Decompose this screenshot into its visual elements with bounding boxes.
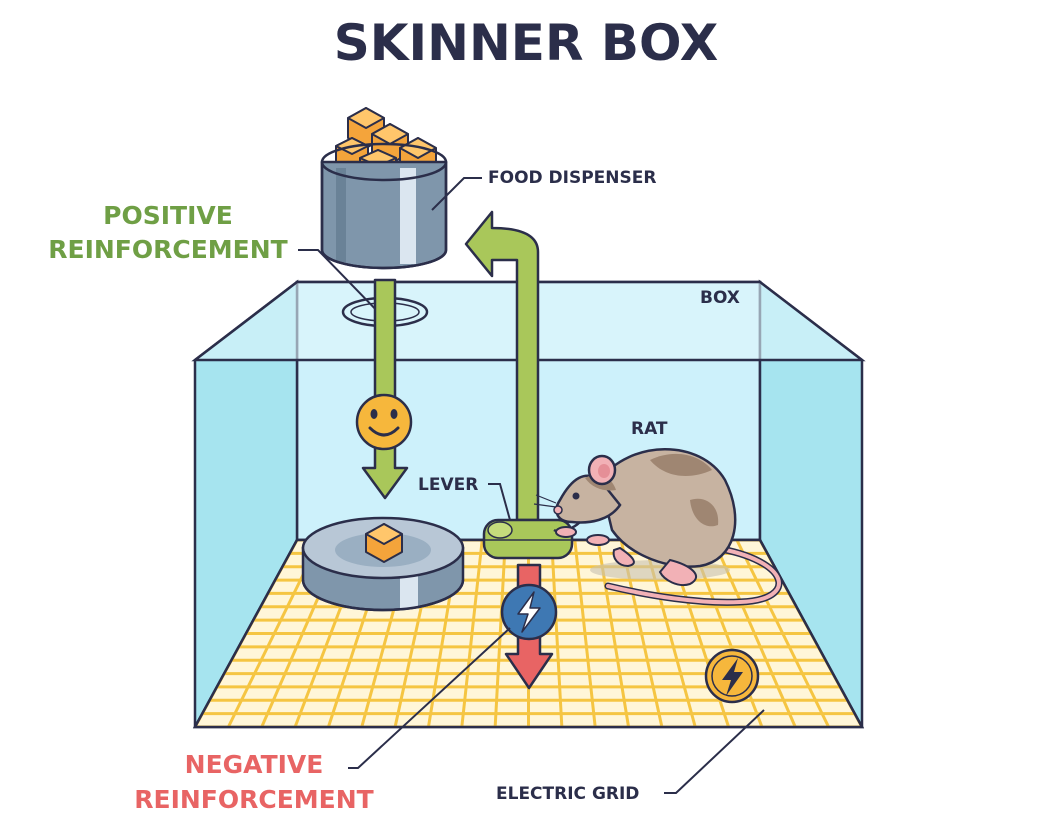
positive-reinforcement-label-line2: REINFORCEMENT bbox=[48, 235, 288, 264]
electric-grid-leader bbox=[664, 709, 765, 794]
lever-to-dispenser-arrow bbox=[464, 210, 540, 522]
grid-shock-icon bbox=[704, 648, 760, 704]
food-dish bbox=[301, 516, 465, 612]
negative-reinforcement-leader bbox=[348, 627, 511, 769]
negative-reinforcement-label-line1: NEGATIVE bbox=[185, 750, 324, 779]
lever-label: LEVER bbox=[418, 475, 478, 495]
rat bbox=[533, 448, 783, 606]
lever bbox=[482, 518, 574, 560]
box-label: BOX bbox=[700, 288, 740, 308]
page-title: SKINNER BOX bbox=[334, 14, 719, 72]
electric-grid-label: ELECTRIC GRID bbox=[496, 784, 639, 804]
food-dispenser-leader bbox=[431, 177, 482, 211]
food-pellet-in-dish bbox=[365, 523, 403, 563]
positive-reinforcement-label-line1: POSITIVE bbox=[103, 201, 233, 230]
food-dispenser-label: FOOD DISPENSER bbox=[488, 168, 656, 188]
positive-reinforcement-leader bbox=[298, 249, 385, 319]
rat-label: RAT bbox=[631, 419, 668, 439]
negative-reinforcement-label-line2: REINFORCEMENT bbox=[134, 785, 374, 814]
lightning-bolt-icon bbox=[500, 583, 558, 641]
positive-arrow-down bbox=[361, 278, 409, 500]
food-pellets bbox=[335, 107, 437, 183]
food-dispenser bbox=[320, 107, 448, 270]
smiley-face-icon bbox=[355, 393, 413, 451]
